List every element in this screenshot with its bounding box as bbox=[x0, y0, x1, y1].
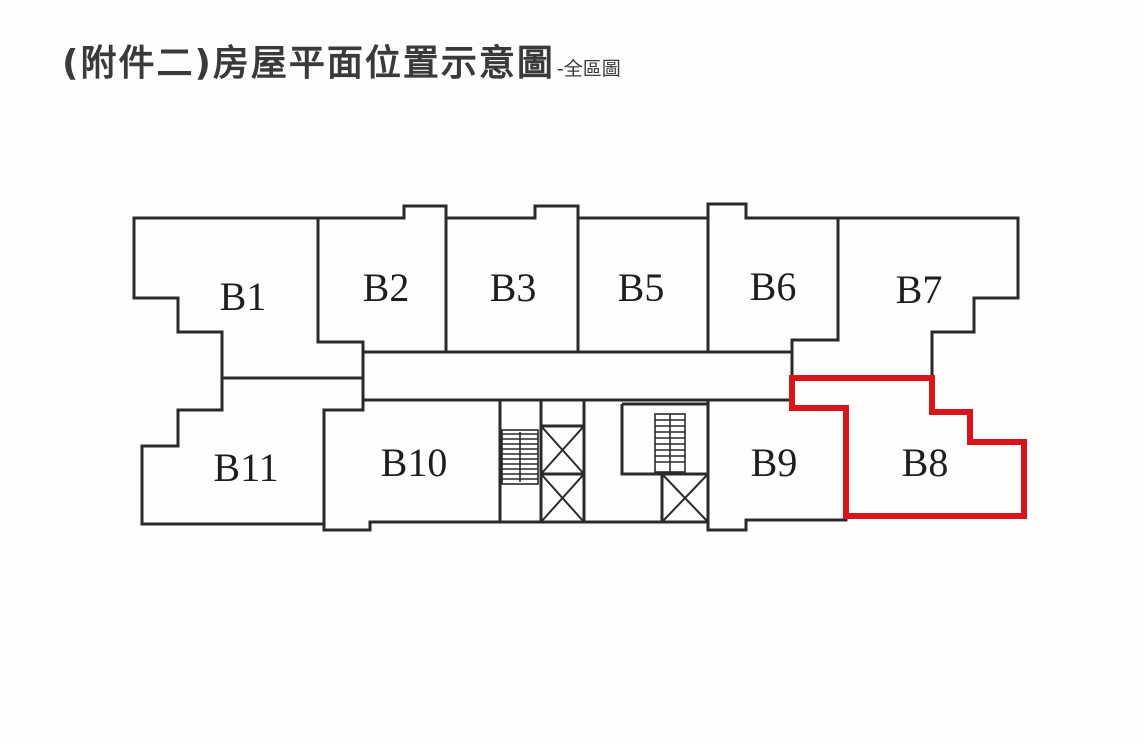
unit-label-b5: B5 bbox=[618, 265, 665, 310]
core-partition bbox=[539, 400, 708, 476]
unit-label-b6: B6 bbox=[750, 264, 797, 309]
unit-label-b7: B7 bbox=[896, 267, 943, 312]
staircase-icon bbox=[501, 429, 539, 485]
unit-label-b11: B11 bbox=[213, 445, 278, 490]
unit-label-b2: B2 bbox=[363, 265, 410, 310]
elevator-shaft-left bbox=[539, 424, 586, 524]
page-title: (附件二)房屋平面位置示意圖-全區圖 bbox=[62, 34, 621, 86]
core-outline bbox=[498, 398, 710, 524]
unit-b7-outline[interactable] bbox=[790, 216, 1020, 380]
elevator-shaft-icon bbox=[540, 425, 709, 523]
unit-label-b9: B9 bbox=[751, 440, 798, 485]
unit-label-b1: B1 bbox=[220, 274, 267, 319]
unit-b8-outline-highlight[interactable] bbox=[789, 375, 1027, 519]
title-main: (附件二)房屋平面位置示意圖 bbox=[62, 43, 555, 84]
unit-label-b10: B10 bbox=[381, 440, 448, 485]
staircase-icon bbox=[654, 413, 686, 473]
unit-label-b8: B8 bbox=[902, 440, 949, 485]
unit-label-b3: B3 bbox=[490, 265, 537, 310]
corridor-outline bbox=[361, 350, 794, 402]
title-sub: -全區圖 bbox=[556, 58, 621, 80]
